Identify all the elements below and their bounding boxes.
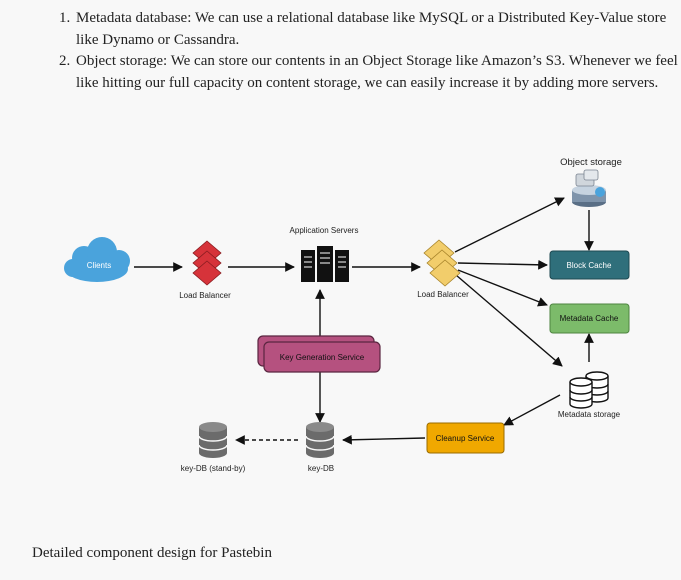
metadata-storage-label: Metadata storage: [558, 410, 621, 419]
key-db-icon: [305, 422, 335, 458]
load-balancer-2: Load Balancer: [417, 239, 469, 299]
key-db: key-DB: [305, 422, 335, 473]
load-balancer-1-label: Load Balancer: [179, 291, 231, 300]
arrow-lb2-to-metadata-cache: [457, 269, 548, 307]
cloud-icon: [64, 237, 130, 282]
arrow-lb2-to-block-cache: [457, 259, 548, 270]
list-item-metadata-database: Metadata database: We can use a relation…: [74, 8, 681, 51]
key-db-standby-label: key-DB (stand-by): [181, 464, 246, 473]
metadata-cache-label: Metadata Cache: [560, 314, 619, 323]
arrow-cleanup-to-key-db: [342, 434, 426, 445]
object-storage: Object storage: [560, 157, 622, 207]
key-db-label: key-DB: [308, 464, 334, 473]
info-list: Metadata database: We can use a relation…: [40, 8, 681, 94]
metadata-storage-icon: [569, 371, 609, 409]
clients-cloud: Clients: [64, 237, 130, 282]
arrow-metadata-storage-to-cleanup: [503, 394, 561, 426]
key-generation-service-label: Key Generation Service: [280, 353, 365, 362]
metadata-storage: Metadata storage: [558, 371, 621, 419]
object-storage-label: Object storage: [560, 157, 622, 168]
load-balancer-1-icon: [192, 240, 222, 286]
key-db-standby-icon: [198, 422, 228, 458]
key-generation-service: Key Generation Service: [257, 335, 381, 373]
load-balancer-2-icon: [423, 239, 461, 287]
server-rack-icon: [301, 246, 349, 282]
arrow-lb2-to-metadata-storage: [455, 274, 563, 367]
cleanup-service: Cleanup Service: [426, 422, 505, 454]
application-servers-label: Application Servers: [290, 226, 359, 235]
load-balancer-2-label: Load Balancer: [417, 290, 469, 299]
load-balancer-1: Load Balancer: [179, 240, 231, 300]
block-cache-label: Block Cache: [567, 261, 612, 270]
application-servers: Application Servers: [290, 226, 359, 282]
metadata-cache: Metadata Cache: [549, 303, 630, 334]
list-item-object-storage: Object storage: We can store our content…: [74, 51, 681, 94]
clients-label: Clients: [87, 261, 111, 270]
object-storage-icon: [572, 169, 606, 207]
key-db-standby: key-DB (stand-by): [181, 422, 246, 473]
cleanup-service-label: Cleanup Service: [436, 434, 495, 443]
architecture-diagram: Clients Load Balancer Application Server…: [40, 140, 660, 500]
arrow-lb2-to-object-storage: [454, 197, 565, 253]
block-cache: Block Cache: [549, 250, 630, 280]
figure-caption: Detailed component design for Pastebin: [32, 545, 272, 561]
connection-arrows: [134, 197, 594, 445]
